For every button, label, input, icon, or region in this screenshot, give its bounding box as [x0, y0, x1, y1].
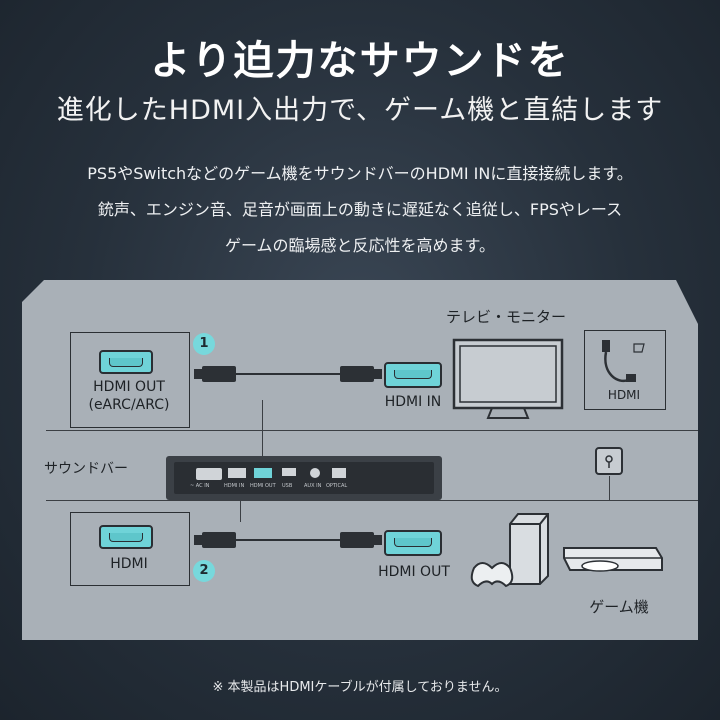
description-line-3: ゲームの臨場感と反応性を高めます。 [225, 236, 495, 255]
soundbar-label: サウンドバー [44, 461, 128, 477]
game-console-icon [470, 513, 663, 588]
tv-hdmi-out-label: HDMI OUT (eARC/ARC) [88, 379, 170, 413]
game-hdmi-out-port-icon [384, 530, 442, 556]
connection-diagram: テレビ・モニター HDMI OUT (eARC/ARC) 1 HDMI IN H… [22, 280, 698, 640]
page-subtitle: 進化したHDMI入出力で、ゲーム機と直結します [56, 95, 664, 126]
game-hdmi-label: HDMI [110, 556, 148, 572]
tv-hdmi-in-port-icon [384, 362, 442, 388]
step-1-badge: 1 [193, 333, 215, 355]
divider-bottom [46, 500, 698, 501]
tv-monitor-icon [452, 338, 564, 419]
hdmi-port-icon [99, 350, 153, 374]
game-console-label: ゲーム機 [589, 598, 649, 616]
hdmi-cable-icon-box [584, 330, 666, 410]
tv-hdmi-in-label: HDMI IN [384, 394, 442, 410]
game-hdmi-out-label: HDMI OUT [378, 564, 450, 580]
hdmi-cable-2 [194, 532, 382, 548]
wall-mount-line [609, 476, 610, 500]
divider-top [46, 430, 698, 431]
step-2-badge: 2 [193, 560, 215, 582]
cable-icon-label: HDMI [607, 388, 641, 402]
connector-line-1 [262, 400, 263, 482]
hdmi-cable-1 [194, 366, 382, 382]
description-line-1: PS5やSwitchなどのゲーム機をサウンドバーのHDMI INに直接接続します… [87, 164, 633, 183]
cable-icon [602, 340, 645, 383]
description-line-2: 銃声、エンジン音、足音が画面上の動きに遅延なく追従し、FPSやレース [97, 200, 623, 219]
footnote: ※ 本製品はHDMIケーブルが付属しておりません。 [212, 680, 508, 695]
tv-label: テレビ・モニター [445, 308, 566, 326]
connector-line-2 [240, 496, 241, 522]
game-hdmi-box [70, 512, 190, 586]
page-title: より迫力なサウンドを [150, 38, 570, 84]
tv-hdmi-out-box [70, 332, 190, 428]
game-hdmi-port-icon [99, 525, 153, 549]
soundbar-device: ~ AC IN HDMI IN HDMI OUT USB AUX IN OPTI… [166, 456, 442, 500]
wall-mount-icon [595, 447, 623, 475]
